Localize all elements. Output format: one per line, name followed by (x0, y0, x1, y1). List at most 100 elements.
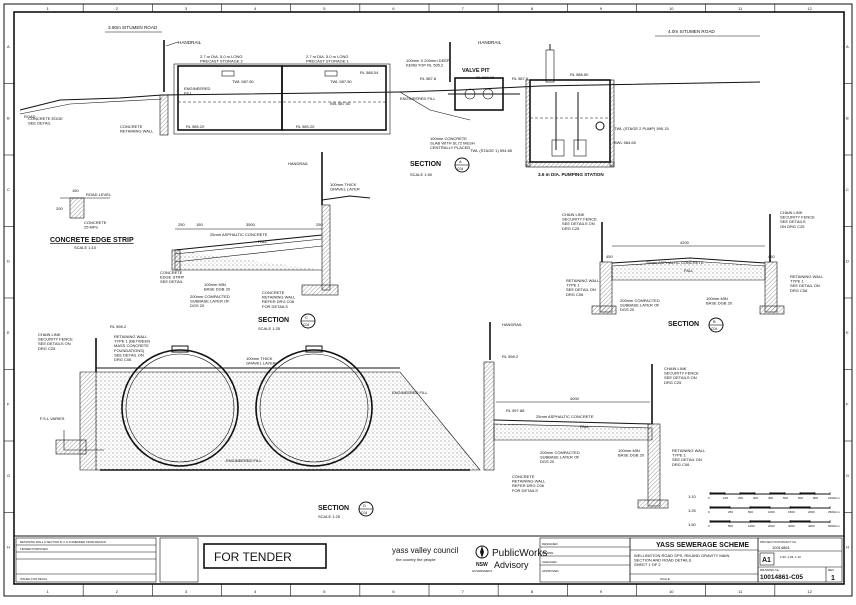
road-level: ROAD LEVEL (86, 192, 112, 197)
grid-row-H: H (846, 544, 849, 549)
revision-1: RETAINING WALL & SECTION B, C & D AMENDE… (20, 540, 106, 544)
rl-base-2: RL 585.20 (296, 124, 315, 129)
grid-col-9: 9 (600, 6, 603, 11)
c-dim-250b: 250 (316, 222, 323, 227)
grid-col-12: 12 (807, 6, 812, 11)
s3ticks-label-4: 3000 (788, 524, 795, 528)
pump-station-label: 3.6 m DIA. PUMPING STATION (538, 172, 604, 177)
s1ticks-label-7: 800 (813, 496, 818, 500)
grid-col-3: 3 (185, 589, 188, 594)
grid-row-F: F (846, 401, 849, 406)
grid-row-B: B (7, 115, 10, 120)
grid-col-10: 10 (669, 6, 674, 11)
rl-3: RL 587.8 (420, 76, 437, 81)
section-b-ref: C04 (711, 327, 717, 331)
for-tender-text: FOR TENDER (214, 550, 292, 564)
e-dim-4000: 4000 (570, 396, 580, 401)
precast-storage-1 (281, 65, 387, 131)
sheet-size: A1 (762, 557, 771, 564)
grid-col-4: 4 (254, 6, 257, 11)
grid-row-C: C (846, 187, 849, 192)
drawing-no: 10014861-C05 (760, 574, 803, 581)
rl-1: RL 588.04 (360, 70, 379, 75)
b-dim-450a: 450 (606, 254, 613, 259)
title-block: RETAINING WALL & SECTION B, C & D AMENDE… (13, 535, 845, 585)
grid-col-11: 11 (738, 589, 743, 594)
nsw-waratah-logo: NSW GOVERNMENT (472, 545, 492, 573)
b-dim-450b: 450 (768, 254, 775, 259)
revision-2: TENDER PURPOSES (20, 547, 48, 551)
publicworks-label: PublicWorks (492, 548, 547, 559)
e-fall: FALL (580, 424, 590, 429)
section-a-drawing: 3.90m SITUMEN ROAD 4.0m SITUMEN ROAD HAN… (19, 25, 761, 177)
twl-stage-2: TWL (STAGE 2 PUMP) 595.15 (614, 126, 669, 131)
checked-label: CHECKED (542, 560, 558, 564)
s3ticks-label-5: 4000 (808, 524, 815, 528)
road-width-right: 4.0m SITUMEN ROAD (668, 29, 715, 34)
council-tagline: the country the people (396, 557, 436, 562)
grid-row-F: F (7, 401, 10, 406)
scale-label: SCALE (660, 577, 670, 581)
project-no-label: PROJECT/CONTRACT No. (760, 540, 797, 544)
e-rl-top: RL 598.2 (502, 354, 519, 359)
section-d-label: SECTION (318, 505, 349, 512)
twl-stage-1: TWL (STAGE 1) 594.65 (470, 148, 513, 153)
d-engineered-fill-1: ENGINEERED FILL (392, 390, 428, 395)
grid-col-9: 9 (600, 589, 603, 594)
s1ticks-label-8: 1000mm (828, 496, 840, 500)
e-rl-left: RL 597.88 (506, 408, 525, 413)
grid-col-4: 4 (254, 589, 257, 594)
grid-row-E: E (7, 330, 10, 335)
s1ticks-label-3: 300 (753, 496, 758, 500)
section-d-letter: D (363, 503, 366, 508)
d-engineered-fill-2: ENGINEERED FILL (226, 458, 262, 463)
e-asphalt: 25mm ASPHALTIC CONCRETE (536, 414, 594, 419)
rl-5: RL 588.50 (570, 72, 589, 77)
section-d-scale: SCALE 1:25 (318, 514, 341, 519)
s3ticks-label-1: 500 (728, 524, 733, 528)
grid-col-5: 5 (323, 589, 326, 594)
grid-col-7: 7 (462, 589, 465, 594)
s2ticks-label-4: 1500 (788, 510, 795, 514)
storage-tank-1 (255, 349, 373, 467)
grid-col-1: 1 (47, 6, 50, 11)
bwl: BWL 584.65 (614, 140, 637, 145)
rl-2: RL 588.00 (476, 75, 495, 80)
drawing-no-label: DRAWING No. (760, 568, 780, 572)
b-asphalt: 25mm ASPHALTIC CONCRETE (646, 260, 704, 265)
d-fsl: F.S.L VARIES (40, 416, 65, 421)
edge-strip-scale: SCALE 1:10 (74, 245, 97, 250)
d-rl-left: RL 598.2 (110, 324, 127, 329)
designed-label: DESIGNED (542, 542, 559, 546)
s2ticks-label-2: 500 (748, 510, 753, 514)
grid-col-3: 3 (185, 6, 188, 11)
nsw-label: NSW (476, 562, 488, 568)
scale-3-label: 1:50 (688, 522, 697, 527)
s1ticks-label-4: 400 (768, 496, 773, 500)
grid-col-2: 2 (116, 6, 119, 11)
s1ticks-label-6: 600 (798, 496, 803, 500)
section-c-handrail: HANDRAIL (288, 161, 309, 166)
s2ticks-label-0: 0 (708, 510, 710, 514)
for-tender-stamp (203, 543, 327, 569)
section-b-label: SECTION (668, 321, 699, 328)
section-a-label: SECTION (410, 161, 441, 168)
